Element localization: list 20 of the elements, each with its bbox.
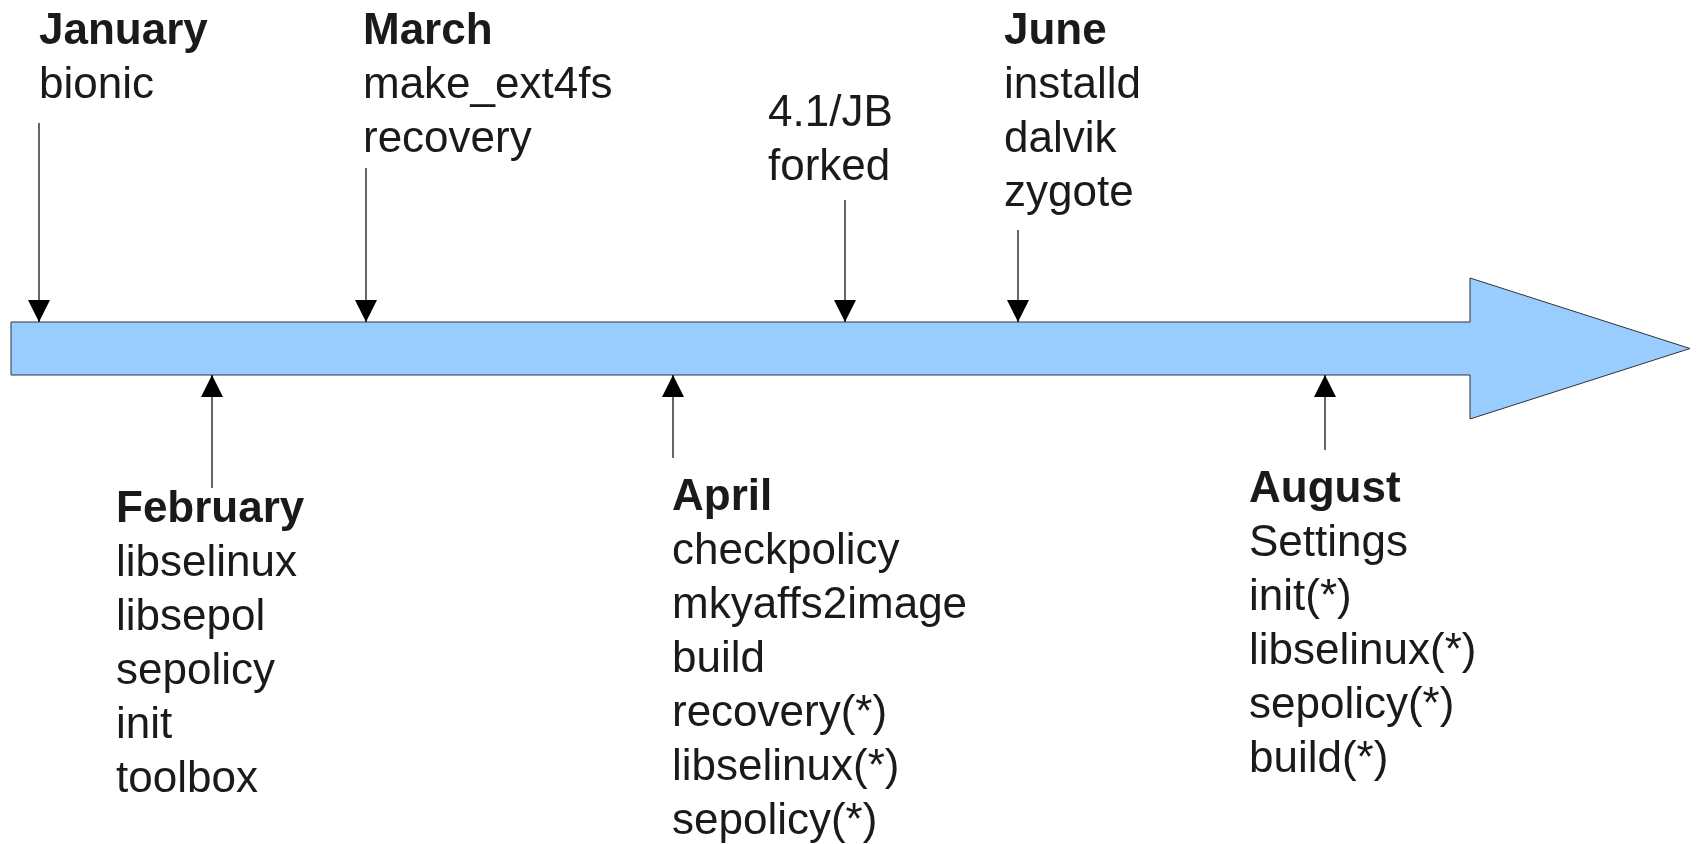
month-heading: March bbox=[363, 3, 494, 55]
month-heading: February bbox=[116, 481, 305, 533]
month-heading: January bbox=[39, 3, 208, 55]
arrow bbox=[355, 167, 377, 323]
month-heading: August bbox=[1249, 461, 1402, 513]
arrow bbox=[201, 374, 223, 489]
arrow bbox=[662, 374, 684, 459]
month-heading: June bbox=[1004, 3, 1108, 55]
event-list: Settings init(*) libselinux(*) sepolicy(*) build(*) bbox=[1249, 514, 1477, 784]
arrow bbox=[834, 199, 856, 323]
arrow bbox=[28, 122, 50, 323]
event-list: make_ext4fs recovery bbox=[363, 56, 613, 164]
arrow bbox=[1007, 229, 1029, 323]
event-list: bionic bbox=[39, 56, 208, 110]
event-list: 4.1/JB forked bbox=[768, 84, 893, 192]
event-list: installd dalvik zygote bbox=[1004, 56, 1141, 218]
month-heading: April bbox=[672, 469, 774, 521]
arrow bbox=[1314, 374, 1336, 451]
event-list: libselinux libsepol sepolicy init toolbox bbox=[116, 534, 305, 804]
event-list: checkpolicy mkyaffs2image build recovery(*) libselinux(*) sepolicy(*) bbox=[672, 522, 968, 844]
